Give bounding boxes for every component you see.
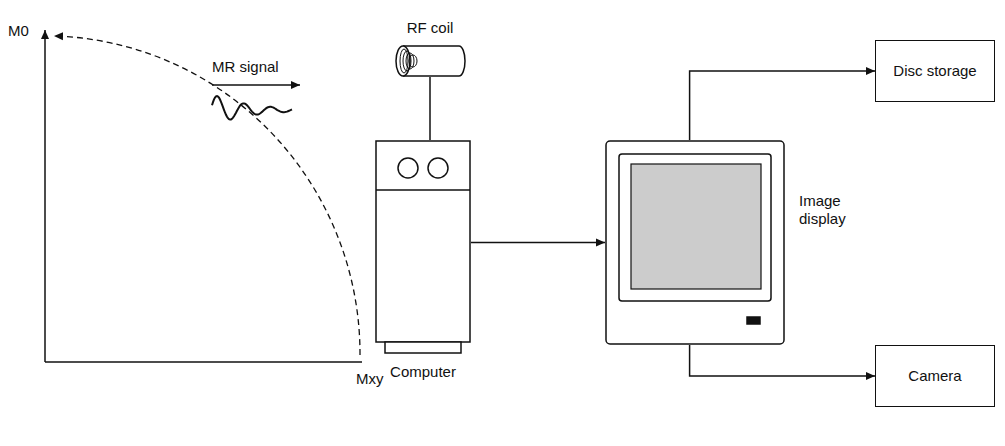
coil-winding	[409, 55, 417, 67]
connector	[471, 242, 605, 244]
node-label: Computer	[390, 363, 456, 381]
connector	[429, 77, 431, 140]
connector	[690, 71, 875, 140]
horizontal-axis	[45, 361, 362, 363]
signal-arrow	[212, 84, 300, 85]
monitor-drawing	[605, 140, 785, 345]
connector	[690, 345, 875, 376]
coil-drawing	[395, 45, 465, 77]
signal-label: MR signal	[212, 58, 279, 76]
computer-drawing	[375, 140, 471, 355]
tower-panel-line	[376, 189, 470, 191]
mr-signal-wave	[212, 96, 292, 120]
coil-winding	[400, 49, 408, 73]
node-label: RF coil	[407, 19, 454, 37]
coil-winding	[403, 51, 411, 71]
coil-end	[396, 46, 410, 76]
tower-case	[376, 141, 470, 342]
node-label: Image display	[799, 192, 859, 228]
screen-bezel	[619, 154, 771, 301]
coil-body	[403, 46, 465, 76]
axis-label: M0	[8, 22, 29, 40]
image-display: Image display	[605, 140, 785, 345]
camera-box: Camera	[875, 345, 995, 407]
computer-tower: Computer	[375, 140, 471, 355]
screen	[631, 164, 761, 289]
magnetization-arc	[54, 36, 360, 355]
drive-slot	[398, 158, 418, 178]
drive-slot	[428, 158, 448, 178]
vertical-axis	[44, 30, 46, 362]
axis-label: Mxy	[356, 370, 384, 388]
monitor-case	[606, 141, 784, 344]
storage-box: Disc storage	[875, 40, 995, 102]
rf-coil: RF coil	[395, 45, 465, 77]
power-button	[747, 317, 760, 324]
node-label: Disc storage	[885, 62, 984, 80]
tower-base	[385, 342, 461, 353]
node-label: Camera	[900, 367, 969, 385]
